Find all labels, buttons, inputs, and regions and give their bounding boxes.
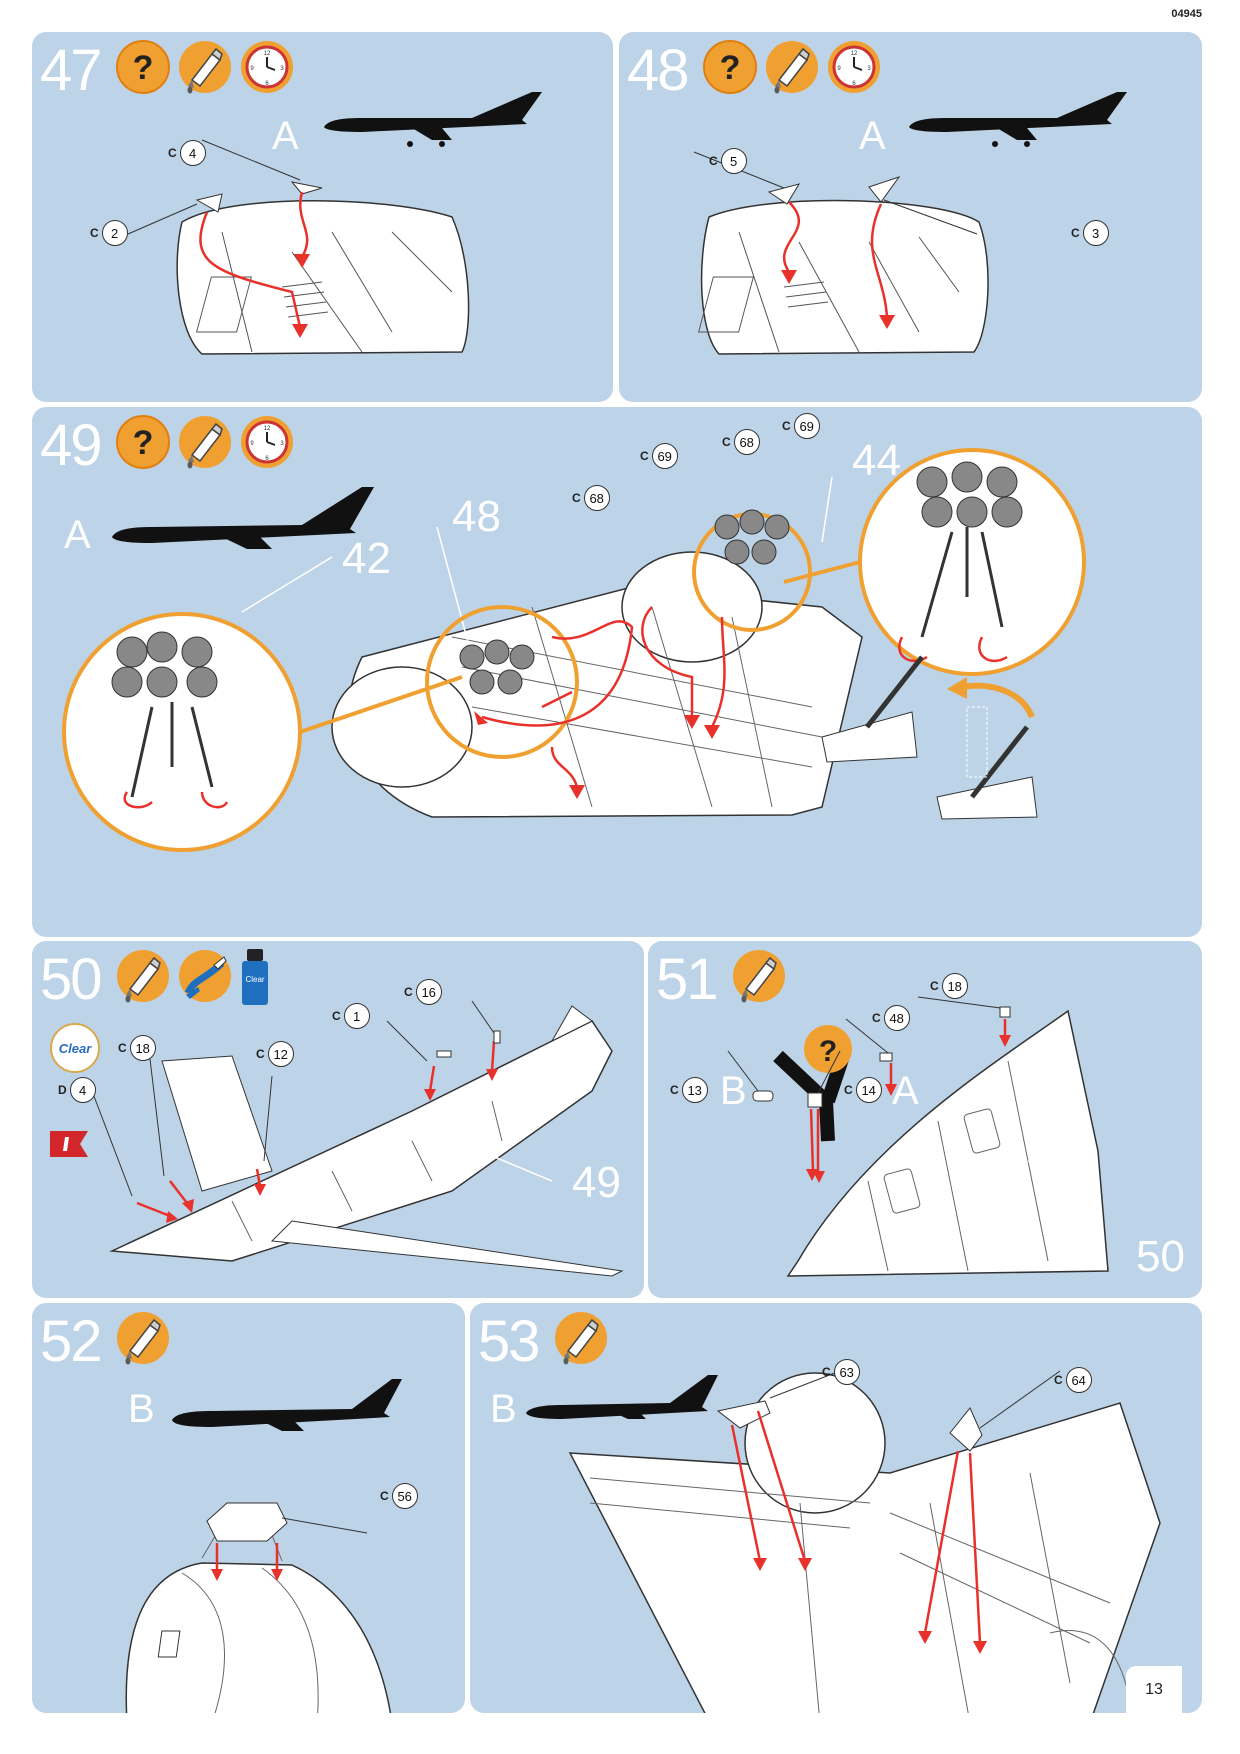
view-label-a: A	[272, 114, 299, 158]
view-label-b: B	[128, 1387, 155, 1431]
glue-icon	[116, 1311, 170, 1365]
question-icon	[116, 40, 170, 94]
step-number: 48	[627, 38, 689, 103]
step-53-illustration	[526, 1370, 1161, 1713]
step-number: 51	[656, 947, 718, 1012]
view-label-a: A	[859, 114, 886, 158]
glue-icon	[178, 415, 232, 469]
question-icon	[116, 415, 170, 469]
glue-icon	[765, 40, 819, 94]
question-icon	[703, 40, 757, 94]
reference-step-49: 49	[572, 1158, 621, 1207]
decal-flag-icon	[50, 1131, 88, 1157]
clock-icon	[240, 415, 294, 469]
view-label-a: A	[64, 513, 91, 557]
step-52-illustration	[125, 1379, 402, 1713]
svg-text:?: ?	[819, 1035, 837, 1068]
glue-icon	[116, 949, 170, 1003]
clear-paint-logo: Clear	[50, 1023, 100, 1073]
glue-icon	[178, 40, 232, 94]
step-number: 49	[40, 413, 102, 478]
airliner-silhouette	[324, 92, 542, 147]
reference-step-44: 44	[852, 436, 901, 485]
airliner-silhouette	[172, 1379, 402, 1431]
clock-icon	[827, 40, 881, 94]
step-48-illustration	[693, 92, 1127, 355]
document-number: 04945	[1171, 8, 1202, 20]
step-number: 50	[40, 947, 102, 1012]
step-50-illustration	[91, 1000, 624, 1277]
clear-paint-bottle: Clear	[242, 949, 268, 1005]
step-47-illustration	[127, 92, 542, 355]
step-number: 47	[40, 38, 102, 103]
airliner-silhouette	[112, 487, 374, 549]
step-number: 52	[40, 1309, 102, 1374]
view-label-b: B	[720, 1069, 747, 1113]
glue-icon	[732, 949, 786, 1003]
clock-icon	[240, 40, 294, 94]
reference-step-50: 50	[1136, 1232, 1185, 1281]
view-label-a: A	[892, 1069, 919, 1113]
view-label-b: B	[490, 1387, 517, 1431]
reference-step-42: 42	[342, 534, 391, 583]
paint-brush-icon	[178, 949, 232, 1003]
step-number: 53	[478, 1309, 540, 1374]
page-number: 13	[1126, 1666, 1182, 1713]
step-51-illustration: ?	[727, 996, 1109, 1277]
airliner-silhouette	[526, 1375, 718, 1419]
glue-icon	[554, 1311, 608, 1365]
reference-step-48: 48	[452, 492, 501, 541]
airliner-silhouette	[909, 92, 1127, 147]
step-49-illustration	[62, 448, 1086, 852]
